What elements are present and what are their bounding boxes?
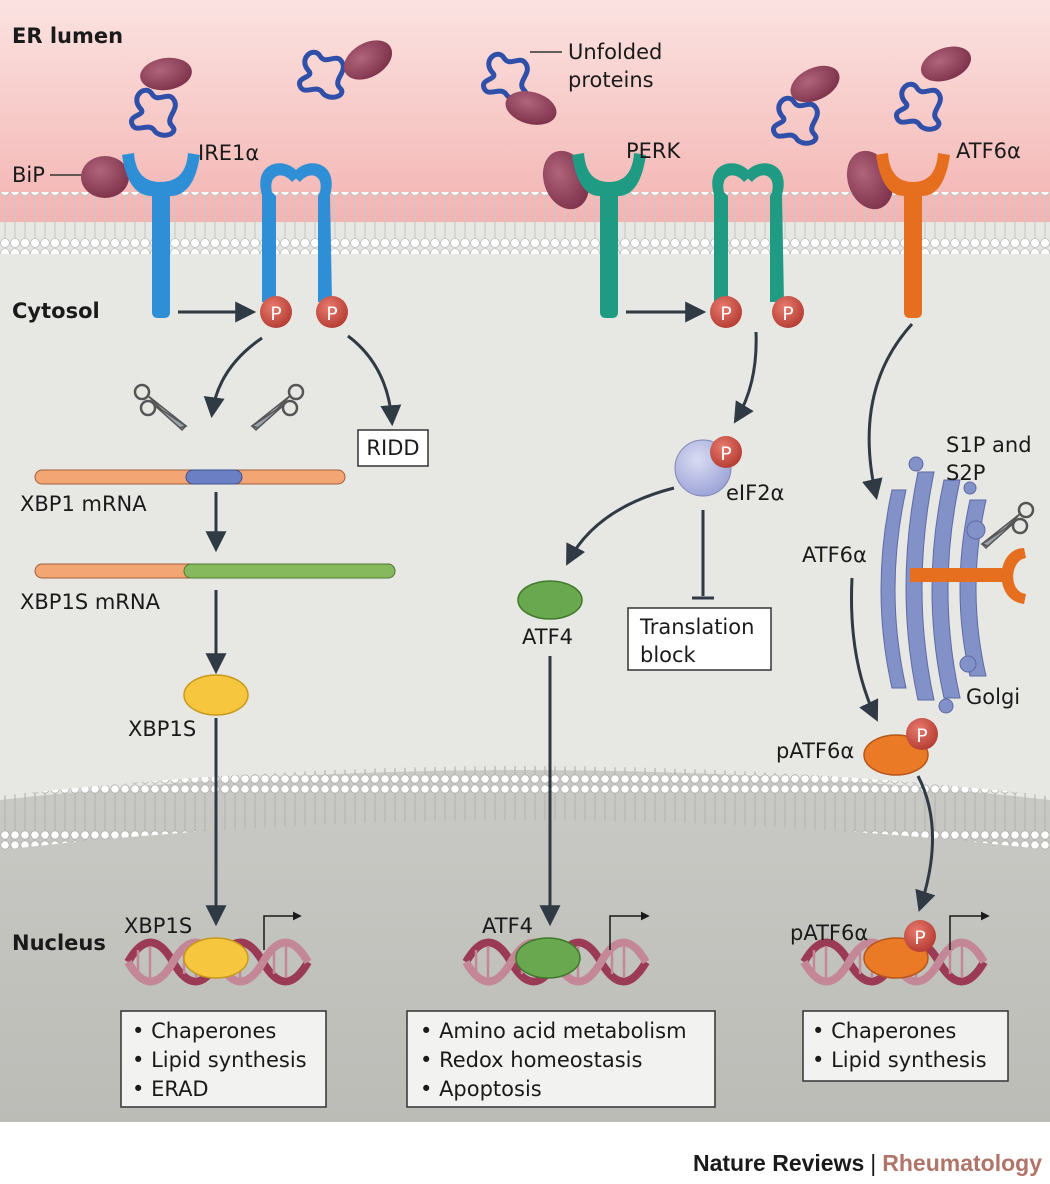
phospho-perk-a [710,296,742,328]
outcome-perk-2: Redox homeostasis [439,1048,642,1072]
bip-ire1 [81,156,129,198]
eif2a-label: eIF2α [726,481,784,505]
phospho-ire1-b [316,296,348,328]
xbp1s-protein [183,674,249,716]
er-lumen-label: ER lumen [12,24,123,48]
svg-text:• Chaperones: • Chaperones [812,1019,956,1043]
unfolded-proteins-label-1: Unfolded [568,40,662,64]
arrow-patf6a-nucleus [915,775,936,912]
perk-label: PERK [626,139,682,163]
arrow-atf6-golgi [862,322,914,501]
ire1a-label: IRE1α [198,141,259,165]
phospho-patf6a-dna [904,920,936,952]
outcome-ire1-1: Chaperones [151,1019,276,1043]
cytosol-label: Cytosol [12,299,100,323]
arrow-ire1-ridd [347,334,402,427]
svg-text:• Amino acid metabolism: • Amino acid metabolism [420,1019,687,1043]
golgi-apparatus [880,456,987,714]
nuclear-envelope [0,766,1050,850]
xbp1s-label: XBP1S [128,717,196,741]
ire1-monomer [122,153,200,318]
patf6a-label: pATF6α [776,739,854,763]
atf4-nucleus-label: ATF4 [482,914,533,938]
journal-section: Rheumatology [882,1150,1042,1176]
outcome-box-perk: • Amino acid metabolism • Redox homeosta… [406,1010,716,1108]
atf6-luminal-fragment [1001,548,1026,604]
unfolded-protein-group-1 [131,57,192,136]
phospho-ire1-a [260,296,292,328]
transcription-arrow-ire1 [263,911,302,950]
translation-block-label-1: Translation [639,615,754,639]
atf4-protein [517,580,583,620]
svg-text:• Redox homeostasis: • Redox homeostasis [420,1048,642,1072]
ridd-box [357,429,429,467]
perk-dimer [710,163,804,328]
svg-text:• Lipid synthesis: • Lipid synthesis [812,1048,987,1072]
outcome-perk-3: Apoptosis [439,1077,542,1101]
golgi-label: Golgi [966,685,1020,709]
atf6a-receptor-label: ATF6α [956,139,1021,163]
phospho-perk-b [772,296,804,328]
outcome-atf6-2: Lipid synthesis [831,1048,987,1072]
translation-block-box [627,607,772,671]
svg-text:• Chaperones: • Chaperones [132,1019,276,1043]
xbp1s-mrna-label: XBP1S mRNA [20,590,161,614]
outcome-atf6-1: Chaperones [831,1019,956,1043]
transcription-arrow-atf6 [949,911,990,950]
unfolded-protein-group-5 [896,46,972,129]
arrow-golgi-patf6a [850,577,879,722]
bip-label: BiP [12,163,45,187]
outcome-ire1-2: Lipid synthesis [151,1048,307,1072]
arrow-ire1-splice [203,336,263,419]
svg-text:• Lipid synthesis: • Lipid synthesis [132,1048,307,1072]
xbp1-mrna-label: XBP1 mRNA [20,492,147,516]
unfolded-proteins-label-2: proteins [568,68,654,92]
atf6-receptor [876,153,950,318]
p-label-perk-b: P [782,303,793,325]
svg-text:• ERAD: • ERAD [132,1077,209,1101]
xbp1s-on-dna [183,937,249,979]
outcome-perk-1: Amino acid metabolism [439,1019,686,1043]
s1p-s2p-label-1: S1P and [946,433,1032,457]
phospho-patf6a [906,718,938,750]
journal-footer: Nature Reviews|Rheumatology [0,1150,1042,1177]
atf4-on-dna [515,937,581,979]
perk-monomer [572,153,646,318]
p-label-perk-a: P [720,303,731,325]
p-label-patf6a: P [916,725,927,747]
arrow-eif2a-atf4 [566,486,675,566]
xbp1-mrna [34,469,346,485]
p-label-patf6a-dna: P [914,927,925,949]
atf6-in-golgi [910,568,1002,582]
outcome-box-atf6: • Chaperones • Lipid synthesis [802,1010,1009,1082]
unfolded-protein-group-2 [299,40,393,97]
ridd-label: RIDD [366,436,419,460]
xbp1s-nucleus-label: XBP1S [124,914,192,938]
nucleus-label: Nucleus [12,931,106,955]
unfolded-protein-group-3 [483,54,557,125]
outcome-ire1-3: ERAD [151,1077,209,1101]
unfolded-protein-group-4 [773,65,840,144]
patf6a-nucleus-label: pATF6α [790,921,868,945]
outcome-box-ire1: • Chaperones • Lipid synthesis • ERAD [120,1010,327,1108]
phospho-eif2a [710,436,742,468]
journal-name: Nature Reviews [692,1150,865,1176]
p-label-ire1-a: P [270,303,281,325]
xbp1s-mrna [34,563,396,579]
atf4-label: ATF4 [522,625,573,649]
transcription-arrow-perk [609,911,650,950]
p-label-ire1-b: P [326,303,337,325]
footer-separator: | [870,1150,877,1176]
s1p-s2p-label-2: S2P [946,461,985,485]
translation-block-label-2: block [640,643,697,667]
arrow-perk-eif2a [733,331,758,424]
p-label-eif2a: P [720,443,731,465]
ire1-dimer [260,163,348,328]
atf6a-golgi-label: ATF6α [802,543,867,567]
svg-text:• Apoptosis: • Apoptosis [420,1077,542,1101]
